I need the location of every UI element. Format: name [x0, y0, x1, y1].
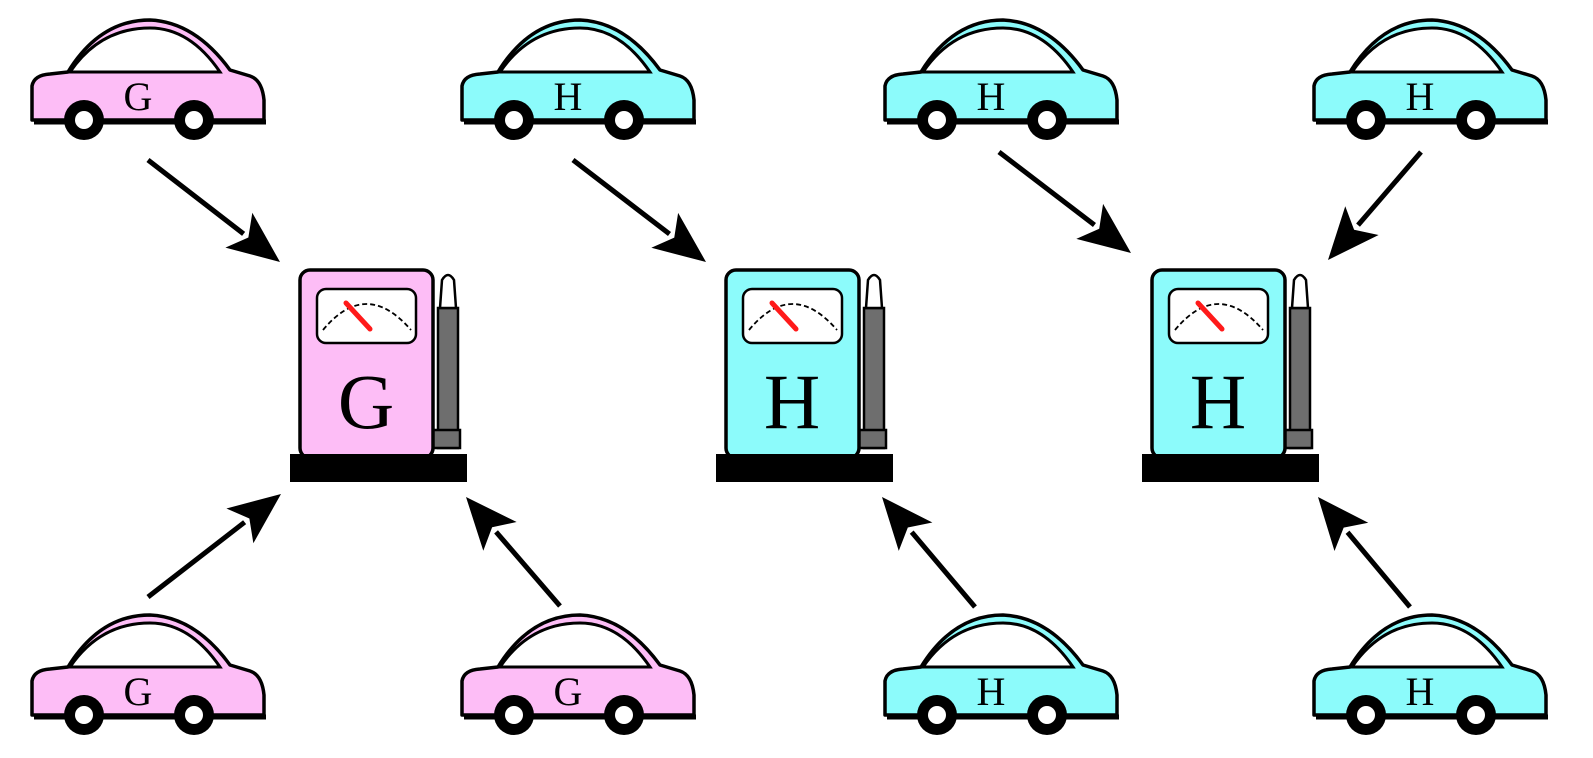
wheel-hub [505, 111, 523, 129]
station-letter: H [764, 358, 820, 445]
fuel-pump-3: H [1142, 268, 1319, 482]
car-window [67, 621, 223, 669]
pump-base [1142, 454, 1319, 482]
gauge-dial [322, 303, 412, 331]
wheel-hub [505, 706, 523, 724]
nozzle [864, 273, 884, 310]
gauge-needle [1195, 300, 1225, 332]
car-1: G [30, 18, 266, 140]
car-letter: H [977, 669, 1006, 714]
wheel-hub [615, 706, 633, 724]
car-window [920, 26, 1076, 74]
hose [862, 306, 886, 450]
wheel-hub [1038, 111, 1056, 129]
hose [436, 306, 460, 450]
wheel-hub [1357, 706, 1375, 724]
arrow-6 [466, 497, 562, 608]
arrowhead [1318, 497, 1369, 552]
gauge-dial [748, 303, 838, 331]
car-letter: G [124, 669, 153, 714]
wheel-hub [928, 111, 946, 129]
arrow-shaft [909, 530, 977, 609]
car-letter: G [554, 669, 583, 714]
car-window [1349, 621, 1505, 669]
arrowhead [651, 212, 706, 262]
car-5: G [30, 613, 266, 735]
car-window [1349, 26, 1505, 74]
gauge-window [315, 287, 418, 345]
arrowhead [226, 494, 281, 544]
arrow-5 [146, 494, 281, 599]
arrows-layer [146, 150, 1423, 609]
car-letter: H [977, 74, 1006, 119]
arrowhead [225, 212, 280, 262]
arrow-3 [997, 150, 1131, 253]
wheel-hub [615, 111, 633, 129]
car-8: H [1312, 613, 1548, 735]
fuel-pump-1: G [290, 268, 467, 482]
arrow-shaft [146, 158, 246, 236]
nozzle [438, 273, 458, 310]
car-letter: H [1406, 74, 1435, 119]
wheel-hub [185, 111, 203, 129]
hose [1288, 306, 1312, 450]
fuel-pump-2: H [716, 268, 893, 482]
station-letter: H [1190, 358, 1246, 445]
cars-layer: G H H H G G H H [30, 18, 1548, 735]
wheel-hub [75, 706, 93, 724]
wheel-hub [185, 706, 203, 724]
pump-base [716, 454, 893, 482]
arrow-4 [1328, 150, 1423, 260]
arrowhead [882, 497, 933, 551]
gauge-window [1167, 287, 1270, 345]
wheel-hub [1038, 706, 1056, 724]
car-3: H [883, 18, 1119, 140]
wheel-hub [928, 706, 946, 724]
station-letter: G [338, 358, 394, 445]
arrow-8 [1318, 497, 1412, 609]
car-window [497, 26, 653, 74]
car-7: H [883, 613, 1119, 735]
gauge-dial [1174, 303, 1264, 331]
arrowhead [1076, 203, 1131, 253]
car-window [920, 621, 1076, 669]
gauge-needle [769, 300, 799, 332]
car-window [497, 621, 653, 669]
arrow-shaft [997, 150, 1096, 228]
wheel-hub [1467, 706, 1485, 724]
car-4: H [1312, 18, 1548, 140]
car-letter: H [554, 74, 583, 119]
arrow-2 [571, 158, 706, 262]
car-6: G [460, 613, 696, 735]
gauge-needle [343, 300, 373, 332]
pump-base [290, 454, 467, 482]
arrow-1 [146, 158, 280, 262]
arrow-shaft [571, 158, 672, 236]
nozzle [1290, 273, 1310, 310]
wheel-hub [75, 111, 93, 129]
arrowhead [466, 497, 517, 551]
car-window [67, 26, 223, 74]
car-letter: H [1406, 669, 1435, 714]
arrowhead [1328, 206, 1379, 260]
car-letter: G [124, 74, 153, 119]
gauge-window [741, 287, 844, 345]
arrow-7 [882, 497, 977, 609]
wheel-hub [1467, 111, 1485, 129]
arrow-shaft [146, 520, 247, 599]
arrow-shaft [1356, 150, 1423, 227]
wheel-hub [1357, 111, 1375, 129]
car-2: H [460, 18, 696, 140]
arrow-shaft [494, 530, 562, 608]
arrow-shaft [1345, 530, 1412, 609]
